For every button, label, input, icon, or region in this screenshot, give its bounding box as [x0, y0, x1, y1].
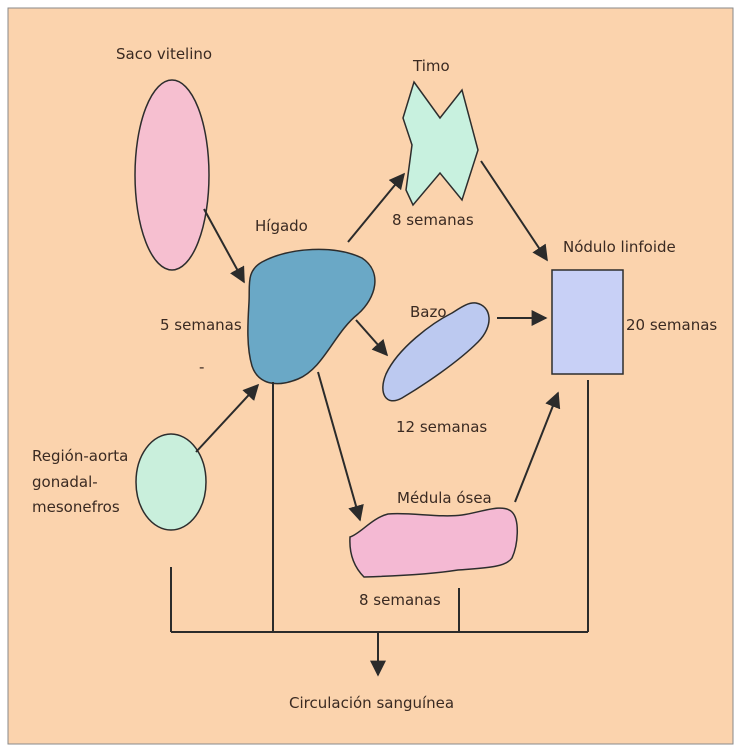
weeks-bone-marrow: 8 semanas	[359, 591, 441, 609]
weeks-spleen: 12 semanas	[396, 418, 487, 436]
yolk-sac-shape	[135, 80, 209, 270]
label-circulation: Circulación sanguínea	[289, 694, 454, 712]
label-yolk-sac: Saco vitelino	[116, 45, 212, 63]
label-agm-line1: Región-aorta	[32, 447, 128, 465]
label-liver: Hígado	[255, 217, 308, 235]
label-agm-line3: mesonefros	[32, 498, 120, 516]
weeks-thymus: 8 semanas	[392, 211, 474, 229]
label-spleen: Bazo	[410, 303, 447, 321]
weeks-liver: 5 semanas	[160, 316, 242, 334]
label-lymph-node: Nódulo linfoide	[563, 238, 676, 256]
stray-mark: -	[199, 358, 204, 376]
diagram-background	[8, 8, 733, 744]
label-agm-line2: gonadal-	[32, 473, 98, 491]
label-thymus: Timo	[412, 57, 450, 75]
lymph-node-shape	[552, 270, 623, 374]
label-bone-marrow: Médula ósea	[397, 489, 492, 507]
agm-region-shape	[136, 434, 206, 530]
weeks-lymph-node: 20 semanas	[626, 316, 717, 334]
